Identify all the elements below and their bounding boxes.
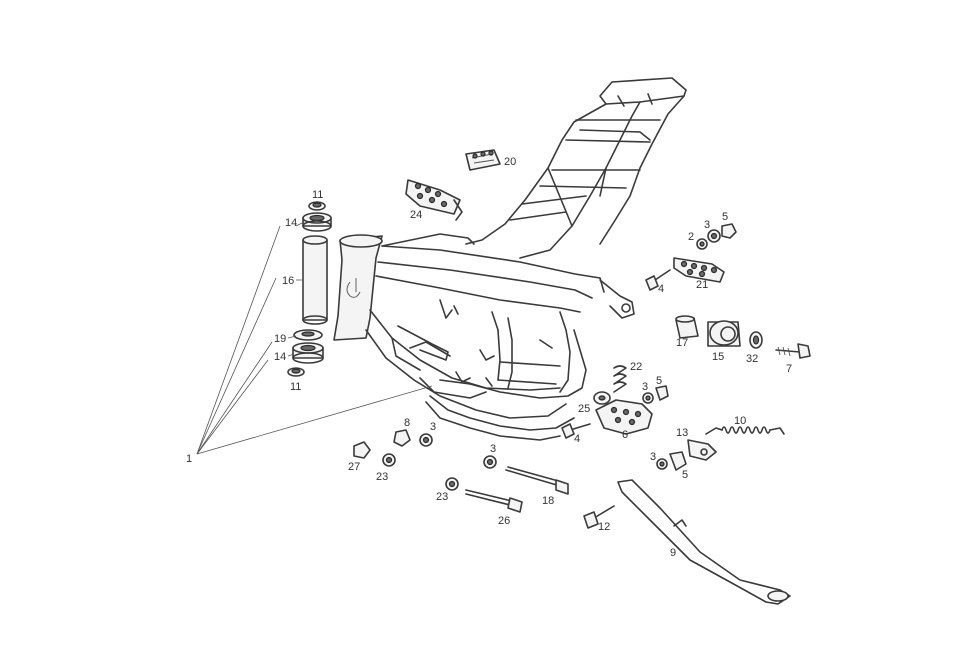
callout-8: 8: [404, 417, 410, 429]
callout-11: 11: [290, 381, 301, 393]
footpeg-parts: [405, 149, 725, 435]
callout-3: 3: [430, 421, 436, 433]
callout-18: 18: [542, 495, 554, 507]
callout-32: 32: [746, 353, 758, 365]
callout-20: 20: [504, 156, 516, 168]
callout-25: 25: [578, 403, 590, 415]
callout-22: 22: [630, 361, 642, 373]
callout-12: 12: [598, 521, 610, 533]
callout-5: 5: [722, 211, 728, 223]
callout-5: 5: [682, 469, 688, 481]
leader-lines: [196, 221, 433, 455]
callout-26: 26: [498, 515, 510, 527]
callout-14: 14: [285, 217, 297, 229]
main-frame: [333, 77, 687, 441]
callout-3: 3: [704, 219, 710, 231]
callout-9: 9: [670, 547, 676, 559]
callout-23: 23: [436, 491, 448, 503]
callout-6: 6: [622, 429, 628, 441]
callout-19: 19: [274, 333, 286, 345]
callout-7: 7: [786, 363, 792, 375]
hardware-parts: [353, 223, 811, 605]
callout-10: 10: [734, 415, 746, 427]
callout-17: 17: [676, 337, 688, 349]
callout-14: 14: [274, 351, 286, 363]
callout-27: 27: [348, 461, 360, 473]
callout-4: 4: [658, 283, 664, 295]
callout-labels: 1 2 3 3 3 3 3 4 4 5 5 5 6 7 8 9 10 11 11…: [186, 156, 792, 559]
callout-4: 4: [574, 433, 580, 445]
callout-11: 11: [312, 189, 323, 201]
callout-23: 23: [376, 471, 388, 483]
callout-3: 3: [650, 451, 656, 463]
callout-15: 15: [712, 351, 724, 363]
callout-5: 5: [656, 375, 662, 387]
callout-21: 21: [696, 279, 708, 291]
callout-3: 3: [490, 443, 496, 455]
callout-3: 3: [642, 381, 648, 393]
steering-parts: [287, 201, 332, 377]
callout-1: 1: [186, 453, 192, 465]
callout-16: 16: [282, 275, 294, 287]
callout-24: 24: [410, 209, 422, 221]
callout-13: 13: [676, 427, 688, 439]
callout-2: 2: [688, 231, 694, 243]
